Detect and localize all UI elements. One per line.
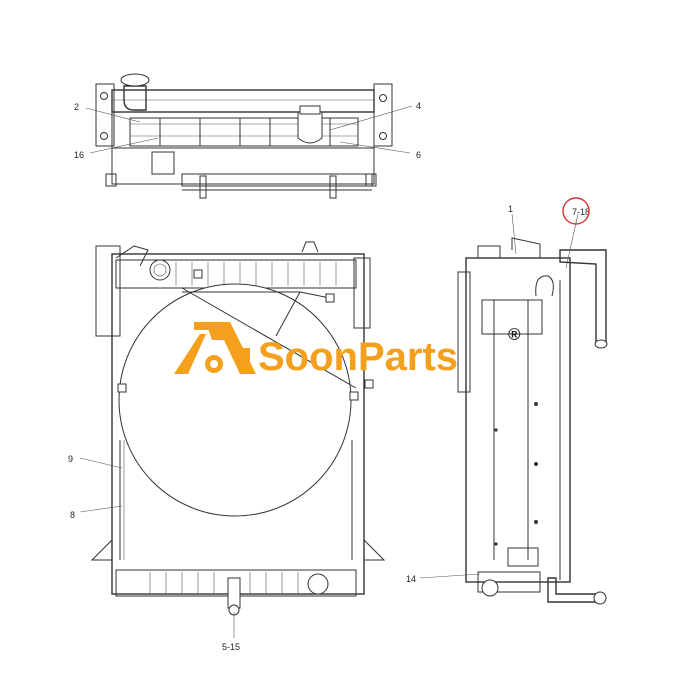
- callout-2: 2: [74, 102, 79, 112]
- callout-9: 9: [68, 454, 73, 464]
- callout-labels: 1 2 4 6 7-18 8 9 14 16 5-15: [68, 101, 590, 652]
- radiator-top-view: [95, 73, 393, 199]
- soonparts-watermark: SoonParts ®: [174, 322, 521, 379]
- callout-1: 1: [508, 204, 513, 214]
- callout-8: 8: [70, 510, 75, 520]
- callout-7-18: 7-18: [572, 207, 590, 217]
- lower-tank-fins: [149, 572, 299, 594]
- radiator-front-view: [90, 241, 386, 616]
- callout-5-15: 5-15: [222, 642, 240, 652]
- callout-14: 14: [406, 574, 416, 584]
- radiator-side-view: [457, 237, 608, 605]
- callout-6: 6: [416, 150, 421, 160]
- brand-name: SoonParts: [258, 335, 458, 379]
- highlight-circle: [562, 197, 590, 225]
- callout-16: 16: [74, 150, 84, 160]
- upper-tank-fins: [175, 262, 337, 286]
- registered-mark: ®: [508, 325, 521, 344]
- leader-lines: [79, 105, 579, 638]
- callout-4: 4: [416, 101, 421, 111]
- soonparts-logo-icon: [174, 322, 256, 374]
